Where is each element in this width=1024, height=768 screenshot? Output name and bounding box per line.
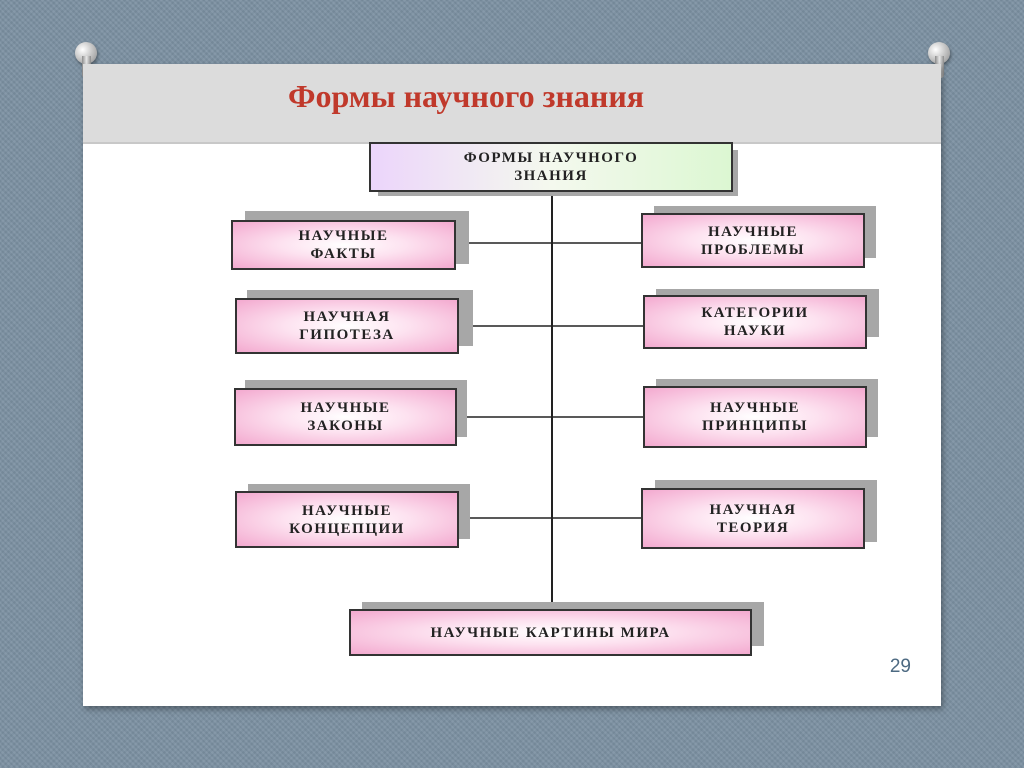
slide-paper: Формы научного знания ФОРМЫ НАУЧНОГО ЗНА…: [83, 64, 941, 706]
node-scientific-world-pictures: НАУЧНЫЕ КАРТИНЫ МИРА: [349, 609, 752, 656]
node-scientific-facts: НАУЧНЫЕ ФАКТЫ: [231, 220, 456, 270]
node-scientific-problems: НАУЧНЫЕ ПРОБЛЕМЫ: [641, 213, 865, 268]
page-title: Формы научного знания: [288, 78, 645, 114]
node-scientific-laws: НАУЧНЫЕ ЗАКОНЫ: [234, 388, 457, 446]
node-scientific-hypothesis: НАУЧНАЯ ГИПОТЕЗА: [235, 298, 459, 354]
slide-number: 29: [889, 656, 911, 677]
node-scientific-theory: НАУЧНАЯ ТЕОРИЯ: [641, 488, 865, 549]
connector-lines: [454, 193, 644, 609]
node-categories-of-science: КАТЕГОРИИ НАУКИ: [643, 295, 867, 349]
node-scientific-principles: НАУЧНЫЕ ПРИНЦИПЫ: [643, 386, 867, 448]
title-band: Формы научного знания: [83, 64, 941, 144]
node-scientific-concepts: НАУЧНЫЕ КОНЦЕПЦИИ: [235, 491, 459, 548]
node-root: ФОРМЫ НАУЧНОГО ЗНАНИЯ: [369, 142, 733, 192]
